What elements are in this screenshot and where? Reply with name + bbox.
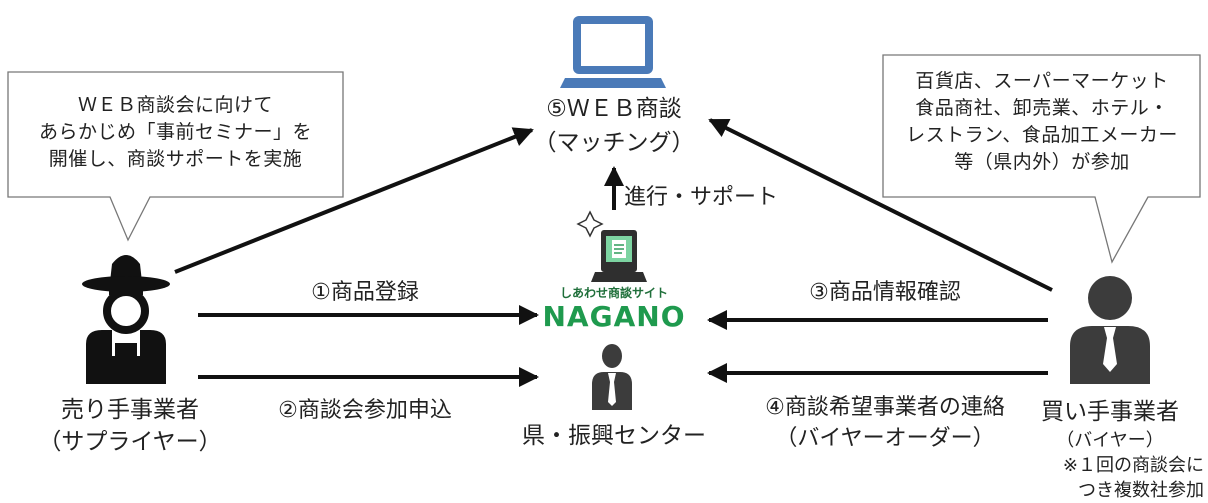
web-matching-subtitle: （マッチング）	[533, 130, 695, 156]
web-matching-title: ⑤ＷＥＢ商談	[546, 96, 682, 122]
callout-left-line: あらかじめ「事前セミナー」を	[38, 121, 312, 143]
logo-device-icon	[576, 210, 647, 282]
seller-subtitle: （サプライヤー）	[38, 429, 222, 455]
callout-left-line: ＷＥＢ商談会に向けて	[77, 94, 273, 116]
prefecture-person-icon	[592, 344, 632, 410]
callout-left-text: ＷＥＢ商談会に向けて あらかじめ「事前セミナー」を 開催し、商談サポートを実施	[14, 92, 337, 173]
prefecture-center-label: 県・振興センター	[522, 423, 706, 449]
buyer-note: ※１回の商談会に	[1062, 455, 1204, 476]
arrow-buyer-to-web	[708, 118, 1053, 292]
callout-left-bubble	[7, 71, 344, 242]
callout-right-line: 食品商社、卸売業、ホテル・	[915, 97, 1169, 119]
step-4-subtitle: （バイヤーオーダー）	[775, 426, 995, 451]
buyer-title: 買い手事業者	[1041, 399, 1179, 425]
step-4-title: ④商談希望事業者の連絡	[765, 395, 1005, 420]
support-label: 進行・サポート	[624, 185, 779, 210]
step-3-label: ③商品情報確認	[809, 280, 961, 305]
buyer-icon	[1070, 276, 1150, 384]
callout-left-line: 開催し、商談サポートを実施	[48, 148, 303, 170]
buyer-note: つき複数社参加	[1078, 480, 1204, 501]
step-2-label: ②商談会参加申込	[278, 398, 452, 423]
step-1-label: ①商品登録	[311, 280, 419, 305]
buyer-subtitle: （バイヤー）	[1056, 430, 1164, 451]
seller-icon	[82, 255, 170, 384]
logo-tagline: しあわせ商談サイト	[559, 286, 668, 300]
arrow-seller-to-web	[174, 127, 534, 274]
buyer-label: 買い手事業者 （バイヤー） ※１回の商談会に つき複数社参加	[1012, 396, 1208, 503]
seller-label: 売り手事業者 （サプライヤー）	[30, 394, 230, 458]
callout-right-line: 等（県内外）が参加	[954, 151, 1130, 173]
logo-name: NAGANO	[542, 300, 686, 333]
step-4-label: ④商談希望事業者の連絡 （バイヤーオーダー）	[705, 392, 1065, 454]
callout-right-line: 百貨店、スーパーマーケット	[915, 70, 1169, 92]
callout-right-line: レストラン、食品加工メーカー	[906, 124, 1178, 146]
web-matching-label: ⑤ＷＥＢ商談 （マッチング）	[480, 92, 748, 160]
callout-right-bubble	[882, 54, 1201, 264]
laptop-icon	[560, 16, 666, 88]
seller-title: 売り手事業者	[61, 397, 199, 423]
callout-right-text: 百貨店、スーパーマーケット 食品商社、卸売業、ホテル・ レストラン、食品加工メー…	[886, 68, 1198, 176]
